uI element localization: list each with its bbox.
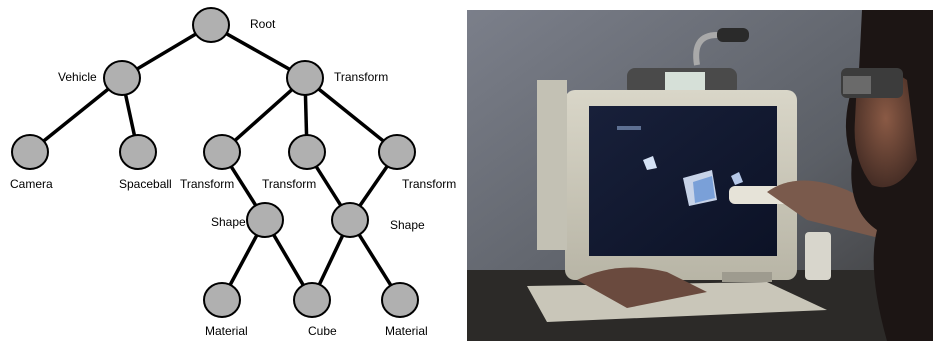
person-with-hmd — [841, 10, 933, 341]
edge-vehicle-camera — [28, 76, 124, 154]
node-camera — [11, 134, 49, 170]
monitor-screen — [589, 106, 777, 256]
node-spaceball — [119, 134, 157, 170]
hand-on-keyboard — [577, 267, 707, 308]
label-transform-c: Transform — [402, 177, 456, 191]
crt-monitor — [537, 80, 797, 282]
tracker-device — [627, 28, 749, 106]
node-transform-top — [286, 60, 324, 96]
node-shape-left — [246, 202, 284, 238]
node-shape-right — [331, 202, 369, 238]
label-cube: Cube — [308, 324, 337, 338]
label-material-left: Material — [205, 324, 248, 338]
keyboard — [527, 267, 827, 322]
node-transform-a — [203, 134, 241, 170]
node-transform-c — [378, 134, 416, 170]
node-material-left — [203, 282, 241, 318]
label-shape-right: Shape — [390, 218, 425, 232]
label-vehicle: Vehicle — [58, 70, 97, 84]
node-transform-b — [288, 134, 326, 170]
label-transform-a: Transform — [180, 177, 234, 191]
node-material-right — [381, 282, 419, 318]
edge-transform_top-transform_c — [303, 76, 399, 154]
nodes — [11, 7, 419, 318]
photo-vr-user — [467, 10, 933, 341]
label-transform-top: Transform — [334, 70, 388, 84]
label-transform-b: Transform — [262, 177, 316, 191]
node-root — [192, 7, 230, 43]
label-material-right: Material — [385, 324, 428, 338]
label-spaceball: Spaceball — [119, 177, 172, 191]
node-vehicle — [103, 60, 141, 96]
label-root: Root — [250, 17, 276, 31]
label-shape-left: Shape — [211, 215, 246, 229]
speaker — [805, 232, 831, 280]
label-camera: Camera — [10, 177, 53, 191]
node-cube — [293, 282, 331, 318]
